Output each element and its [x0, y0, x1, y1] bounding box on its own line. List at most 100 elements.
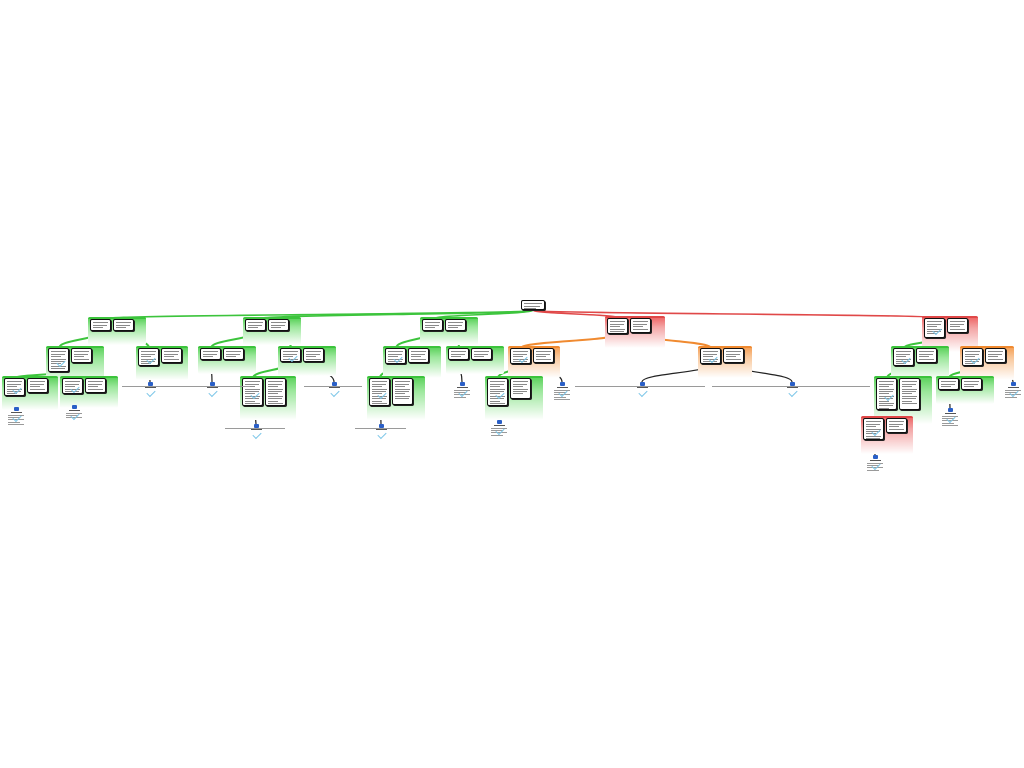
node-condition-box[interactable]: [48, 348, 69, 372]
node-detail-box[interactable]: [471, 348, 492, 360]
node-condition-box[interactable]: [607, 318, 628, 334]
leaf-label: [491, 428, 507, 429]
text-line: [879, 390, 893, 392]
node-condition-box[interactable]: [4, 378, 25, 396]
text-line: [889, 426, 900, 428]
node-condition-box[interactable]: [893, 348, 914, 366]
text-line: [703, 351, 718, 353]
node-detail-box[interactable]: [445, 319, 466, 331]
result-icon: [72, 405, 77, 409]
text-line: [866, 423, 880, 425]
node-condition-box[interactable]: [245, 319, 266, 331]
node-condition-box[interactable]: [369, 378, 390, 406]
node-condition-box[interactable]: [863, 418, 884, 440]
node-condition-box[interactable]: [385, 348, 406, 364]
text-line: [283, 353, 297, 355]
leaf-caption: [69, 410, 80, 411]
node-condition-box[interactable]: [510, 348, 531, 364]
text-line: [203, 356, 214, 358]
text-line: [866, 433, 877, 435]
node-condition-box[interactable]: [90, 319, 111, 331]
leaf-label: [554, 390, 570, 391]
text-line: [950, 326, 961, 328]
node-condition-box[interactable]: [422, 319, 443, 331]
result-icon: [148, 382, 153, 386]
leaf-caption: [637, 387, 648, 388]
text-line: [283, 356, 294, 358]
node-condition-box[interactable]: [938, 378, 959, 390]
node-detail-box[interactable]: [161, 348, 182, 363]
node-condition-box[interactable]: [138, 348, 159, 366]
text-line: [448, 322, 463, 324]
node-condition-box[interactable]: [700, 348, 721, 364]
node-detail-box[interactable]: [268, 319, 289, 331]
node-condition-box[interactable]: [962, 348, 983, 366]
leaf-label: [454, 390, 470, 391]
text-line: [65, 386, 76, 388]
text-line: [65, 388, 80, 390]
node-detail-box[interactable]: [916, 348, 937, 363]
node-detail-box[interactable]: [723, 348, 744, 363]
text-line: [896, 363, 907, 365]
text-line: [610, 328, 625, 330]
node-detail-box[interactable]: [886, 418, 907, 433]
text-line: [74, 351, 89, 353]
text-line: [116, 327, 127, 329]
text-line: [7, 393, 18, 395]
text-line: [306, 353, 320, 355]
text-line: [51, 360, 65, 362]
node-condition-box[interactable]: [62, 378, 83, 394]
text-line: [941, 388, 956, 389]
text-line: [51, 368, 65, 370]
node-detail-box[interactable]: [510, 378, 531, 399]
text-line: [7, 381, 22, 383]
root-node[interactable]: [521, 300, 545, 310]
node-detail-box[interactable]: [303, 348, 324, 362]
result-icon: [560, 382, 565, 386]
text-line: [7, 386, 18, 388]
node-detail-box[interactable]: [899, 378, 920, 410]
node-condition-box[interactable]: [280, 348, 301, 362]
leaf-caption: [870, 460, 881, 461]
text-line: [633, 326, 644, 328]
text-line: [896, 358, 911, 360]
text-line: [395, 393, 406, 395]
text-line: [524, 303, 542, 305]
node-condition-box[interactable]: [200, 348, 221, 360]
text-line: [164, 351, 179, 353]
result-icon: [379, 424, 384, 428]
text-line: [633, 323, 647, 325]
text-line: [879, 400, 890, 402]
text-line: [610, 326, 621, 328]
text-line: [268, 381, 283, 383]
node-condition-box[interactable]: [487, 378, 508, 406]
node-detail-box[interactable]: [630, 318, 651, 333]
node-condition-box[interactable]: [876, 378, 897, 410]
node-detail-box[interactable]: [947, 318, 968, 333]
node-detail-box[interactable]: [223, 348, 244, 360]
node-condition-box[interactable]: [924, 318, 945, 338]
text-line: [490, 398, 504, 400]
node-detail-box[interactable]: [265, 378, 286, 406]
text-line: [896, 351, 911, 353]
node-condition-box[interactable]: [242, 378, 263, 406]
node-detail-box[interactable]: [71, 348, 92, 363]
node-detail-box[interactable]: [961, 378, 982, 390]
text-line: [726, 356, 737, 358]
text-line: [268, 395, 283, 397]
node-condition-box[interactable]: [448, 348, 469, 360]
node-detail-box[interactable]: [408, 348, 429, 363]
node-detail-box[interactable]: [113, 319, 134, 331]
text-line: [164, 358, 179, 360]
node-detail-box[interactable]: [533, 348, 554, 363]
text-line: [703, 363, 713, 364]
node-detail-box[interactable]: [985, 348, 1006, 363]
text-line: [93, 324, 107, 326]
node-detail-box[interactable]: [85, 378, 106, 393]
text-line: [964, 383, 978, 385]
leaf-label: [8, 417, 20, 419]
node-detail-box[interactable]: [392, 378, 413, 405]
node-detail-box[interactable]: [27, 378, 48, 393]
text-line: [74, 358, 89, 360]
